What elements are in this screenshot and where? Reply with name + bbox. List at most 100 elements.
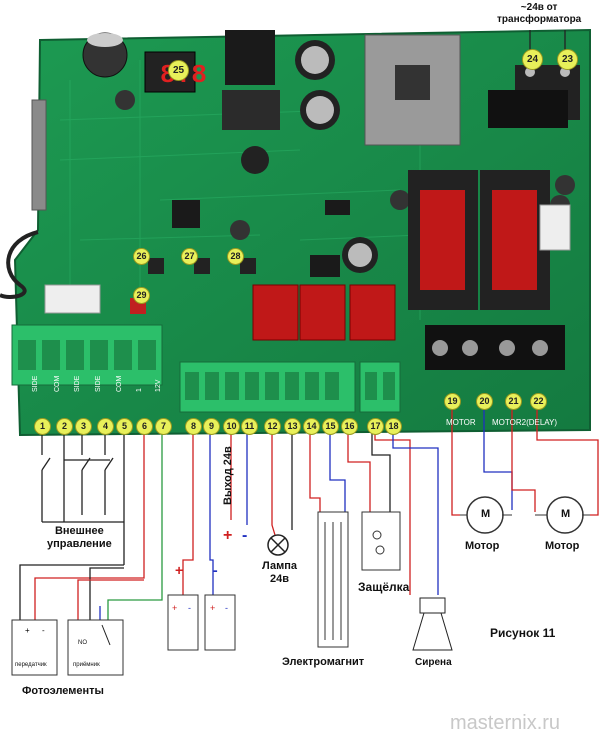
capacitor-10 bbox=[390, 190, 410, 210]
motor-terminals bbox=[425, 325, 565, 370]
svg-text:+: + bbox=[210, 603, 215, 613]
pin-12: 12 bbox=[264, 418, 281, 435]
wires bbox=[19, 30, 599, 640]
siren-label: Сирена bbox=[415, 657, 452, 668]
output-24v-label: Выход 24в bbox=[222, 446, 234, 505]
pin-21: 21 bbox=[505, 393, 522, 410]
heatsink bbox=[225, 30, 275, 85]
relay-white bbox=[539, 204, 571, 251]
terminal-label-3: SIDE bbox=[74, 375, 81, 392]
wires-external-control bbox=[41, 432, 125, 565]
terminal-label-5: COM bbox=[116, 375, 123, 392]
capacitor-7 bbox=[230, 220, 250, 240]
pin-27: 27 bbox=[181, 248, 198, 265]
svg-text:+: + bbox=[175, 562, 183, 578]
pin-5: 5 bbox=[116, 418, 133, 435]
lamp-label: Лампа 24в bbox=[262, 560, 298, 585]
photocell-receiver bbox=[67, 619, 124, 676]
wire-motor2-b bbox=[536, 410, 599, 516]
pin-4: 4 bbox=[97, 418, 114, 435]
transmitter-label: передатчик bbox=[15, 662, 47, 668]
battery-1 bbox=[167, 594, 199, 651]
svg-text:+: + bbox=[25, 626, 30, 635]
wire-magnet-2 bbox=[329, 432, 346, 512]
pin-7: 7 bbox=[155, 418, 172, 435]
pin-29: 29 bbox=[133, 287, 150, 304]
pin-1: 1 bbox=[34, 418, 51, 435]
svg-text:-: - bbox=[42, 626, 45, 635]
side-connector bbox=[31, 99, 47, 211]
white-header bbox=[44, 284, 101, 314]
latch-icon bbox=[361, 511, 401, 571]
electromagnet-icon bbox=[317, 511, 349, 648]
motor-1-icon bbox=[460, 496, 512, 534]
svg-text:-: - bbox=[225, 603, 228, 613]
photocell-transmitter bbox=[11, 619, 58, 676]
receiver-label: приёмник bbox=[73, 662, 100, 668]
svg-text:+: + bbox=[172, 603, 177, 613]
pin-23: 23 bbox=[557, 49, 578, 70]
pin-19: 19 bbox=[444, 393, 461, 410]
wires-power bbox=[182, 432, 248, 595]
board-motor2-label: MOTOR2(DELAY) bbox=[492, 418, 558, 427]
wire-motor1-a bbox=[451, 410, 460, 516]
motor2-m: M bbox=[561, 508, 571, 520]
wire-siren-2 bbox=[392, 432, 439, 595]
motor2-label: Мотор bbox=[545, 540, 580, 552]
svg-text:-: - bbox=[188, 603, 191, 613]
pin-9: 9 bbox=[203, 418, 220, 435]
battery-2 bbox=[204, 594, 236, 651]
button-3 bbox=[240, 258, 256, 274]
pin-22: 22 bbox=[530, 393, 547, 410]
terminal-label-2: COM bbox=[54, 375, 61, 392]
pin-26: 26 bbox=[133, 248, 150, 265]
wire-latch-1 bbox=[347, 432, 371, 512]
pin-25: 25 bbox=[168, 60, 189, 81]
wires-photocells bbox=[19, 432, 163, 640]
terminal-label-4: SIDE bbox=[95, 375, 102, 392]
motor-2-icon bbox=[535, 496, 590, 534]
pin-3: 3 bbox=[75, 418, 92, 435]
wire-motor1-b bbox=[483, 410, 513, 510]
pin-11: 11 bbox=[241, 418, 258, 435]
button-2 bbox=[194, 258, 210, 274]
external-control-label: Внешнее управление bbox=[47, 525, 112, 550]
pin-2: 2 bbox=[56, 418, 73, 435]
pin-16: 16 bbox=[341, 418, 358, 435]
figure-label: Рисунок 11 bbox=[490, 626, 556, 640]
wire-motor2-a bbox=[511, 410, 536, 512]
pin-24: 24 bbox=[522, 49, 543, 70]
terminal-label-1: SIDE bbox=[32, 375, 39, 392]
mcu-chip bbox=[172, 200, 200, 228]
capacitor-2 bbox=[115, 90, 135, 110]
terminal-block-left bbox=[11, 324, 163, 386]
board-motor1-label: MOTOR bbox=[446, 418, 476, 427]
pin-28: 28 bbox=[227, 248, 244, 265]
wire-lamp-1 bbox=[271, 432, 276, 536]
chip-3 bbox=[325, 200, 350, 215]
electromagnet-label: Электромагнит bbox=[282, 656, 365, 668]
antenna-wire bbox=[0, 230, 39, 299]
siren-icon bbox=[412, 597, 453, 651]
transformer-label: ~24в от трансформатора bbox=[497, 2, 582, 25]
capacitor-5 bbox=[241, 146, 269, 174]
terminal-label-6: 1 bbox=[136, 388, 143, 392]
receiver-no-label: NO bbox=[78, 640, 87, 646]
pin-14: 14 bbox=[303, 418, 320, 435]
svg-text:-: - bbox=[213, 562, 218, 578]
pin-13: 13 bbox=[284, 418, 301, 435]
pin-17: 17 bbox=[367, 418, 384, 435]
capacitor-8 bbox=[555, 175, 575, 195]
pin-10: 10 bbox=[223, 418, 240, 435]
button-1 bbox=[148, 258, 164, 274]
pin-15: 15 bbox=[322, 418, 339, 435]
relay-small-2 bbox=[299, 284, 346, 341]
motor1-m: M bbox=[481, 508, 491, 520]
wire-magnet-1 bbox=[309, 432, 321, 512]
pin-18: 18 bbox=[385, 418, 402, 435]
motor1-label: Мотор bbox=[465, 540, 500, 552]
relay-small-3 bbox=[349, 284, 396, 341]
photocells-label: Фотоэлементы bbox=[22, 685, 104, 697]
